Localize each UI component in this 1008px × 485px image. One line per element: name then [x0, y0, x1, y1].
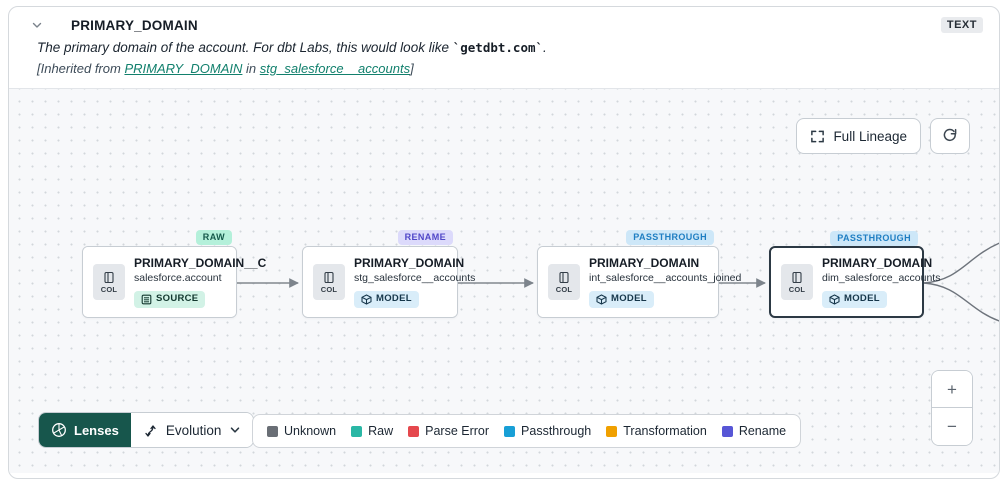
node-model-name: int_salesforce__accounts_joined [589, 272, 742, 285]
node-model-name: salesforce.account [134, 272, 222, 285]
inline-code: `getdbt.com` [452, 40, 544, 55]
legend-swatch [351, 425, 363, 437]
lineage-node-staging[interactable]: RENAME COL PRIMARY_DOMAIN stg_salesforce… [302, 230, 475, 318]
inherited-column-link[interactable]: PRIMARY_DOMAIN [124, 61, 243, 76]
column-description: The primary domain of the account. For d… [37, 40, 547, 55]
node-model-name: dim_salesforce_accounts [822, 272, 941, 285]
node-column-name: PRIMARY_DOMAIN [822, 256, 933, 271]
evolution-legend: Unknown Raw Parse Error Passthrough Tran… [252, 414, 802, 448]
inherited-note: [Inherited from PRIMARY_DOMAIN in stg_sa… [37, 61, 414, 76]
refresh-button[interactable] [930, 118, 970, 154]
column-lineage-panel: PRIMARY_DOMAIN TEXT The primary domain o… [8, 6, 1000, 479]
expand-icon [811, 130, 825, 142]
data-type-badge: TEXT [940, 17, 983, 33]
lenses-toolbar: Lenses Evolution [38, 412, 255, 448]
resource-type-badge: SOURCE [134, 290, 206, 308]
legend-item-unknown: Unknown [267, 424, 336, 438]
model-cube-icon [361, 293, 372, 305]
model-cube-icon [829, 293, 840, 305]
lenses-button[interactable]: Lenses [39, 413, 131, 447]
full-lineage-button[interactable]: Full Lineage [796, 118, 921, 154]
legend-swatch [721, 425, 733, 437]
column-chip: COL [548, 264, 580, 300]
legend-item-transformation: Transformation [606, 424, 707, 438]
lens-aperture-icon [52, 423, 66, 437]
evolution-badge: RAW [195, 230, 232, 245]
column-chip: COL [313, 264, 345, 300]
node-model-name: stg_salesforce__accounts [354, 272, 476, 285]
evolution-badge: RENAME [397, 230, 453, 245]
column-header: PRIMARY_DOMAIN TEXT The primary domain o… [9, 7, 999, 76]
legend-swatch [267, 425, 278, 437]
node-column-name: PRIMARY_DOMAIN [354, 256, 465, 271]
legend-swatch [408, 425, 420, 437]
node-column-name: PRIMARY_DOMAIN [589, 256, 700, 271]
column-title: PRIMARY_DOMAIN [71, 17, 198, 33]
column-icon [792, 271, 802, 283]
lineage-node-source[interactable]: RAW COL PRIMARY_DOMAIN__C salesforce.acc… [82, 230, 266, 318]
zoom-controls: + − [931, 370, 973, 446]
resource-type-badge: MODEL [822, 290, 887, 308]
chevron-down-icon [231, 427, 240, 433]
legend-item-passthrough: Passthrough [504, 424, 591, 438]
column-icon [324, 271, 334, 283]
inherited-model-link[interactable]: stg_salesforce__accounts [259, 61, 411, 76]
zoom-in-button[interactable]: + [932, 371, 972, 408]
lens-select-dropdown[interactable]: Evolution [130, 413, 254, 447]
lineage-node-dim-selected[interactable]: PASSTHROUGH COL PRIMARY_DOMAIN dim_sales… [769, 231, 940, 318]
node-column-name: PRIMARY_DOMAIN__C [134, 256, 267, 271]
evolution-badge: PASSTHROUGH [830, 231, 918, 246]
legend-item-parse-error: Parse Error [408, 424, 489, 438]
model-cube-icon [596, 293, 607, 305]
legend-item-rename: Rename [721, 424, 786, 438]
lineage-node-intermediate[interactable]: PASSTHROUGH COL PRIMARY_DOMAIN int_sales… [537, 230, 741, 318]
legend-item-raw: Raw [351, 424, 393, 438]
lineage-canvas[interactable]: RAW COL PRIMARY_DOMAIN__C salesforce.acc… [9, 88, 999, 473]
column-chip: COL [93, 264, 125, 300]
collapse-chevron-button[interactable] [29, 17, 45, 33]
zoom-out-button[interactable]: − [932, 408, 972, 445]
column-icon [559, 271, 569, 283]
resource-type-badge: MODEL [354, 290, 419, 308]
refresh-icon [943, 128, 957, 142]
source-icon [141, 294, 152, 304]
column-icon [104, 271, 114, 283]
legend-swatch [606, 425, 618, 437]
column-chip: COL [781, 264, 813, 300]
chevron-down-icon [32, 22, 42, 28]
evolution-icon [145, 425, 156, 437]
evolution-badge: PASSTHROUGH [626, 230, 714, 245]
legend-swatch [504, 425, 516, 437]
resource-type-badge: MODEL [589, 290, 654, 308]
